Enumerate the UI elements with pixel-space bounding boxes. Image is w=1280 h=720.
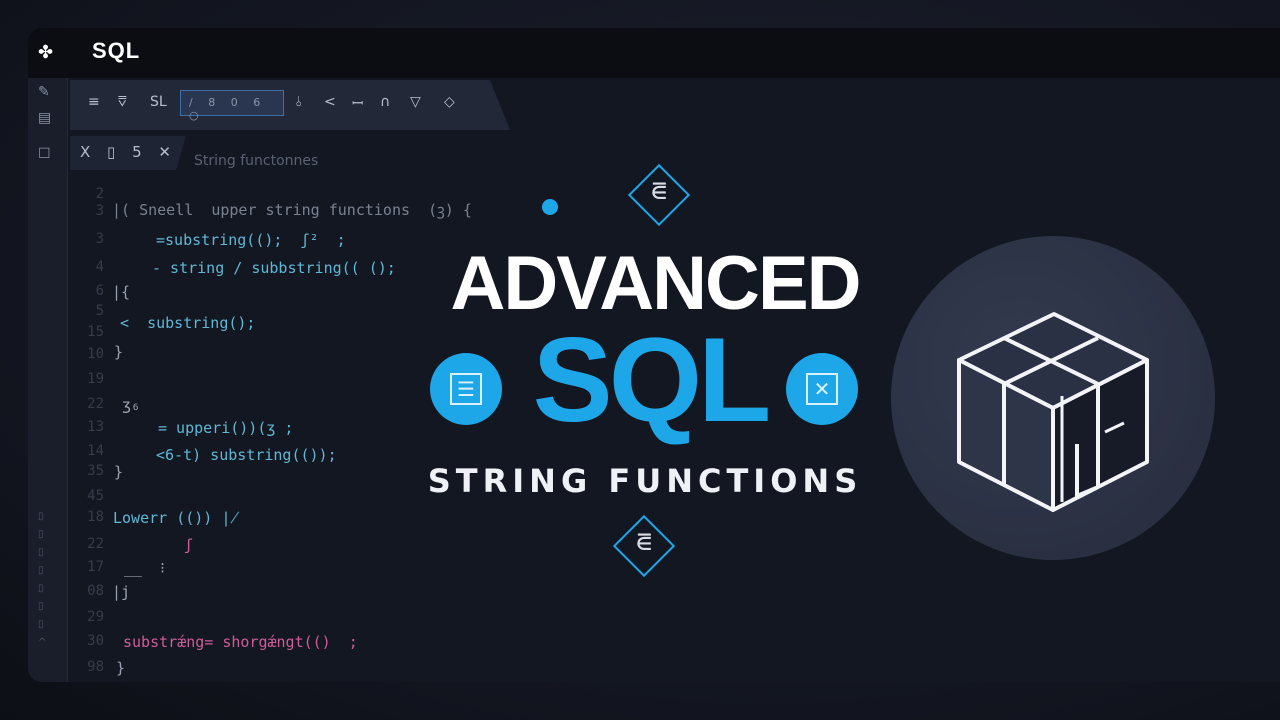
tab-label[interactable]: String functonnes (194, 153, 319, 169)
diamond-glyph: ⋶ (650, 183, 668, 204)
code-line[interactable]: ʃ (184, 536, 194, 554)
arrow-left-icon[interactable]: < (324, 94, 336, 110)
line-number: 3 (95, 231, 104, 247)
checkbox-icon: ✕ (786, 353, 858, 425)
code-line[interactable]: |j (112, 583, 131, 601)
app-title: SQL (92, 38, 141, 63)
diamond-glyph: ⋶ (635, 534, 653, 555)
square-icon[interactable]: ☐ (38, 146, 51, 162)
sql-icon[interactable]: SL (150, 94, 167, 110)
triangle-icon[interactable]: ▽ (410, 94, 421, 110)
code-line[interactable]: =substring((); ʃ² ; (156, 231, 346, 249)
code-line[interactable]: substrǽng= shorgǽngt(() ; (123, 633, 358, 651)
hero-sql: SQL (532, 313, 772, 447)
line-number: 5 (95, 303, 104, 319)
line-number: 17 (87, 559, 104, 575)
line-number: 3 (95, 203, 104, 219)
toolbar-input[interactable]: / 8 0 6 ○ (180, 90, 284, 122)
line-number: 08 (87, 583, 104, 599)
code-line[interactable]: __ ⁝ (124, 559, 165, 577)
title-bar: ✤ SQL (28, 28, 1280, 78)
arch-icon[interactable]: ∩ (380, 94, 391, 110)
line-number: 98 (87, 659, 104, 675)
line-number: 19 (87, 371, 104, 387)
line-number: 22 (87, 536, 104, 552)
line-number: 2 (95, 186, 104, 202)
cube-icon (957, 312, 1149, 512)
code-line[interactable]: ʒ₆ (122, 396, 141, 414)
list-glyph: ☰ (450, 373, 482, 405)
code-line[interactable]: } (114, 463, 124, 481)
code-line[interactable]: < substring(); (120, 314, 256, 332)
code-line[interactable]: - string / subbstring(( (); (152, 259, 396, 277)
code-line[interactable]: } (114, 343, 124, 361)
code-line[interactable]: <6-t) substring(()); (156, 446, 337, 464)
line-number: 6 (95, 283, 104, 299)
merge-icon[interactable]: ꟷ (352, 96, 364, 112)
code-line[interactable]: |( Sneell upper string functions (ꝫ) { (112, 201, 472, 219)
document-icon[interactable]: ▤ (38, 110, 52, 126)
checkbox-glyph: ✕ (806, 373, 838, 405)
diamond-icon[interactable]: ◇ (444, 94, 455, 110)
line-number: 29 (87, 609, 104, 625)
line-number: 15 (87, 324, 104, 340)
tab-active[interactable]: X ▯ 5 ✕ (70, 136, 186, 170)
tab-icons[interactable]: X ▯ 5 ✕ (80, 143, 177, 161)
filter-icon[interactable]: ⩢ (118, 94, 127, 110)
edit-icon[interactable]: ✎ (38, 84, 50, 100)
line-number: 18 (87, 509, 104, 525)
code-line[interactable]: } (116, 659, 126, 677)
line-number: 30 (87, 633, 104, 649)
line-number: 4 (95, 259, 104, 275)
code-line[interactable]: = upperi())(ʒ ; (158, 419, 294, 437)
line-number: 10 (87, 346, 104, 362)
thermometer-icon[interactable]: ⫰ (296, 94, 303, 110)
sidebar-bottom-icons[interactable]: ▯▯▯▯▯▯▯^ (38, 511, 47, 648)
code-line[interactable]: |{ (112, 283, 131, 301)
hero-title: ADVANCED (450, 241, 861, 326)
puzzle-icon[interactable]: ✤ (38, 42, 54, 63)
toolbar: ≡ ⩢ SL / 8 0 6 ○ ⫰ < ꟷ ∩ ▽ ◇ (70, 80, 510, 130)
hero-subtitle: STRING FUNCTIONS (427, 462, 863, 500)
line-number: 22 (87, 396, 104, 412)
list-icon: ☰ (430, 353, 502, 425)
line-number: 14 (87, 443, 104, 459)
line-number: 45 (87, 488, 104, 504)
line-number: 13 (87, 419, 104, 435)
sidebar: ✎ ▤ ☐ ▯▯▯▯▯▯▯^ (28, 78, 68, 682)
line-number: 35 (87, 463, 104, 479)
code-line[interactable]: Lowerr (()) ∤ (113, 509, 240, 527)
accent-dot (542, 199, 558, 215)
align-icon[interactable]: ≡ (88, 94, 100, 110)
